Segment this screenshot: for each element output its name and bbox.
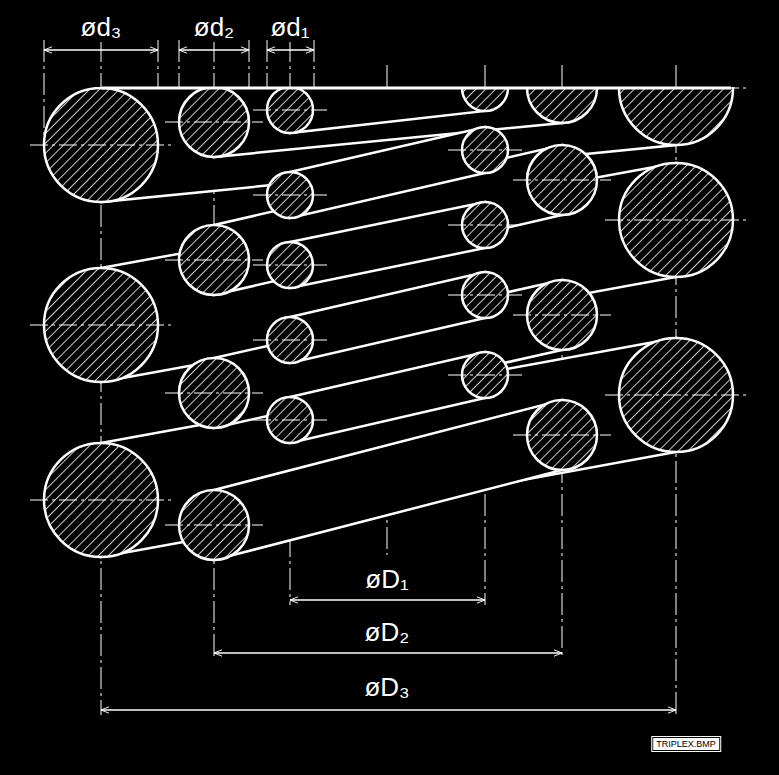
coil-band — [290, 202, 485, 288]
centre-line — [448, 225, 522, 226]
wire-section — [619, 87, 733, 145]
centre-line — [448, 375, 522, 376]
dimension-line — [179, 49, 249, 50]
dimension-line — [214, 652, 562, 653]
dimension-label: ød₃ — [79, 12, 124, 42]
dimension-line — [290, 599, 485, 600]
centre-line — [605, 395, 747, 396]
centre-line — [165, 393, 263, 394]
centre-line — [253, 340, 327, 341]
centre-line — [165, 122, 263, 123]
centre-line — [513, 180, 611, 181]
centre-line — [605, 220, 747, 221]
coil-band — [290, 352, 485, 443]
extension-line — [44, 40, 45, 145]
dimension-label: øD₂ — [363, 617, 412, 647]
extension-line — [158, 40, 159, 88]
centre-line — [253, 420, 327, 421]
dimension-label: ød₂ — [192, 12, 236, 42]
centre-line — [448, 295, 522, 296]
coil-band — [290, 272, 485, 363]
wire-section — [462, 87, 508, 111]
centre-line — [253, 110, 327, 111]
coil-band — [214, 87, 562, 157]
centre-line — [30, 325, 172, 326]
dimension-line — [101, 709, 676, 710]
dimension-label: øD₁ — [363, 564, 410, 594]
centre-line — [513, 435, 611, 436]
centre-line — [513, 315, 611, 316]
centre-line — [253, 195, 327, 196]
centre-line — [165, 260, 263, 261]
coil-band — [290, 127, 485, 218]
centre-line — [253, 265, 327, 266]
dimension-line — [267, 49, 314, 50]
dimension-label: ød₁ — [268, 12, 311, 42]
file-watermark: TRIPLEX.BMP — [652, 737, 720, 751]
dimension-label: øD₃ — [362, 672, 411, 702]
spring-body — [30, 87, 747, 560]
dimension-line — [44, 49, 158, 50]
centre-line — [165, 525, 263, 526]
wire-section — [527, 87, 597, 123]
centre-line — [448, 150, 522, 151]
spring-end-line — [101, 87, 731, 90]
centre-line — [30, 145, 172, 146]
centre-line — [30, 500, 172, 501]
